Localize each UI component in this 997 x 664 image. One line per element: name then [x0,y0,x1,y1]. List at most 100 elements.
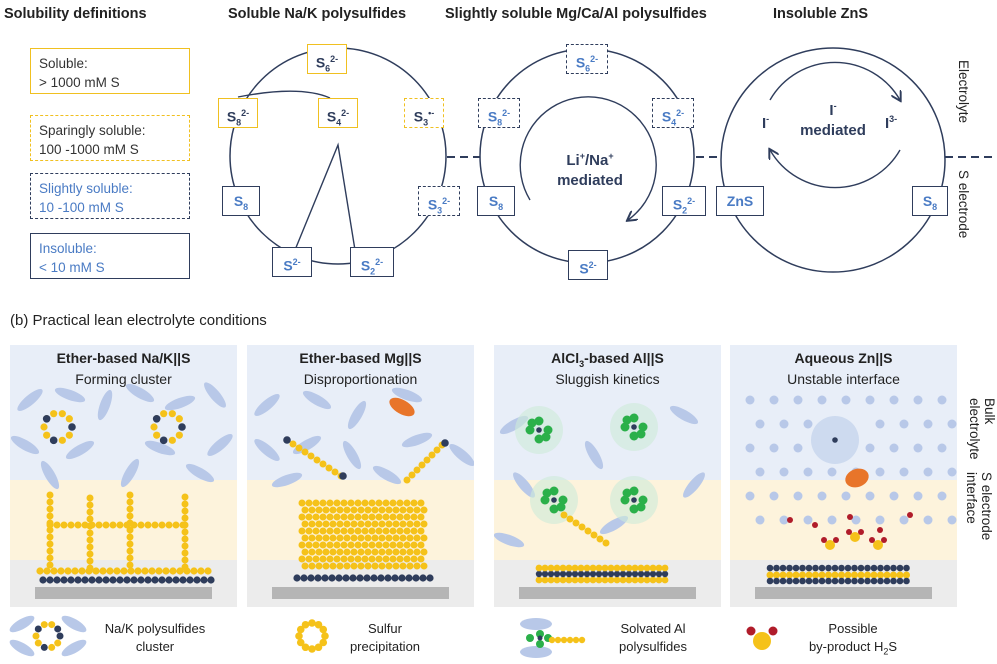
sulfur-atom [46,547,54,555]
sulfur-precipitate [410,513,418,521]
sulfur-precipitate [343,520,351,528]
water-molecule [841,395,851,405]
panel-al: AlCl3-based Al||S Sluggish kinetics [494,345,721,607]
deposit [637,564,645,572]
sulfur-precipitate [354,499,362,507]
water-molecule [779,467,789,477]
cation [370,574,378,582]
zns-particle [845,468,869,488]
sulfur-atom [172,521,180,529]
cation [339,472,347,480]
sulfur-atom [86,536,94,544]
sulfur-atom [46,491,54,499]
zn-atom [825,577,832,585]
sulfur-atom [126,547,134,555]
sulfur-precipitate [329,520,337,528]
chloride-ligand [629,413,639,423]
sulfur-precipitate [326,499,334,507]
zn-atom [870,577,878,585]
h2s-hydrogen [881,537,887,543]
zn-atom [773,577,780,585]
cycle3-right-triiodide: I3- [885,114,898,132]
sulfur-atom [106,567,114,575]
sulfur-precipitate [308,520,316,528]
cation [391,574,399,582]
sulfur-precipitate [371,534,379,542]
sulfur-atom [181,549,189,557]
sulfur-atom [831,571,839,579]
sulfur-precipitate [406,562,414,570]
panel-mg-art [254,387,474,599]
sulfur-precipitate [375,513,383,521]
sulfur-atom [46,505,54,513]
water-molecule [947,419,957,429]
sulfur-atom [179,521,187,529]
zn-atom [786,577,793,585]
sulfur-precipitate [333,513,341,521]
deposit [541,570,549,578]
sulfur-precipitate [319,541,327,549]
cation [314,574,322,582]
cation [46,576,54,584]
sulfur-precipitate [322,548,330,556]
cycle1-s8-box: S8 [222,186,260,216]
hydrogen [812,522,818,528]
sulfur-atom [181,542,189,550]
sulfur-precipitate [368,513,376,521]
cycle1-v-path [294,142,356,251]
sulfur-precipitate [410,555,418,563]
legend-cluster-line1: Na/K polysulfides [104,621,206,636]
sulfur-precipitate [361,527,369,535]
sulfur-chain-atom [428,451,436,459]
sulfur-atom [92,567,100,575]
sulfur-precipitate [410,527,418,535]
chloride-ligand [636,429,646,439]
sulfur-chain-atom [289,440,297,448]
sulfur-precipitate [340,513,348,521]
al-polysulfide-chain [584,527,592,535]
deposit [535,564,543,572]
zn-atom [792,564,800,572]
substrate [272,587,449,599]
chloride-ligand [556,502,566,512]
al-center [631,497,637,503]
sulfur-precipitate [301,520,309,528]
def-insoluble-line2: < 10 mM S [39,260,105,275]
cation [152,414,161,423]
cycle2-s8-2minus-box: S82- [478,98,520,128]
legend-cluster-ring [56,632,64,640]
deposit [553,576,561,584]
water-molecule [923,467,933,477]
polysulfide-ring [150,423,158,431]
sulfur-precipitate [385,506,393,514]
legend-cluster-ring [40,621,48,629]
deposit [601,570,609,578]
sulfur-precipitate [315,562,323,570]
sulfur-atom [46,540,54,548]
solvent-molecule [65,440,95,460]
polysulfide-ring [175,415,183,423]
cycle1-s2-2minus-box: S22- [350,247,394,277]
sulfur-atom [64,567,72,575]
sulfur-precipitate [413,562,421,570]
legend-sulfur-ring [314,620,323,629]
zn-atom [792,577,800,585]
al-polysulfide-chain [566,515,574,523]
water-molecule [875,467,885,477]
chloride-ligand [534,416,544,426]
panel-zn: Aqueous Zn||S Unstable interface [730,345,957,607]
deposit [619,564,627,572]
zn-atom [799,577,806,585]
sulfur-precipitate [319,513,327,521]
sulfur-precipitate [308,534,316,542]
sulfur-precipitate [420,534,428,542]
al-polysulfide-chain [602,539,610,547]
chloride-ligand [622,488,632,498]
sulfur-atom [86,515,94,523]
solvent-molecule [40,460,60,490]
sulfur-precipitate [336,506,344,514]
sulfur-precipitate [368,499,376,507]
cation [130,576,138,584]
sulfur-precipitate [413,534,421,542]
